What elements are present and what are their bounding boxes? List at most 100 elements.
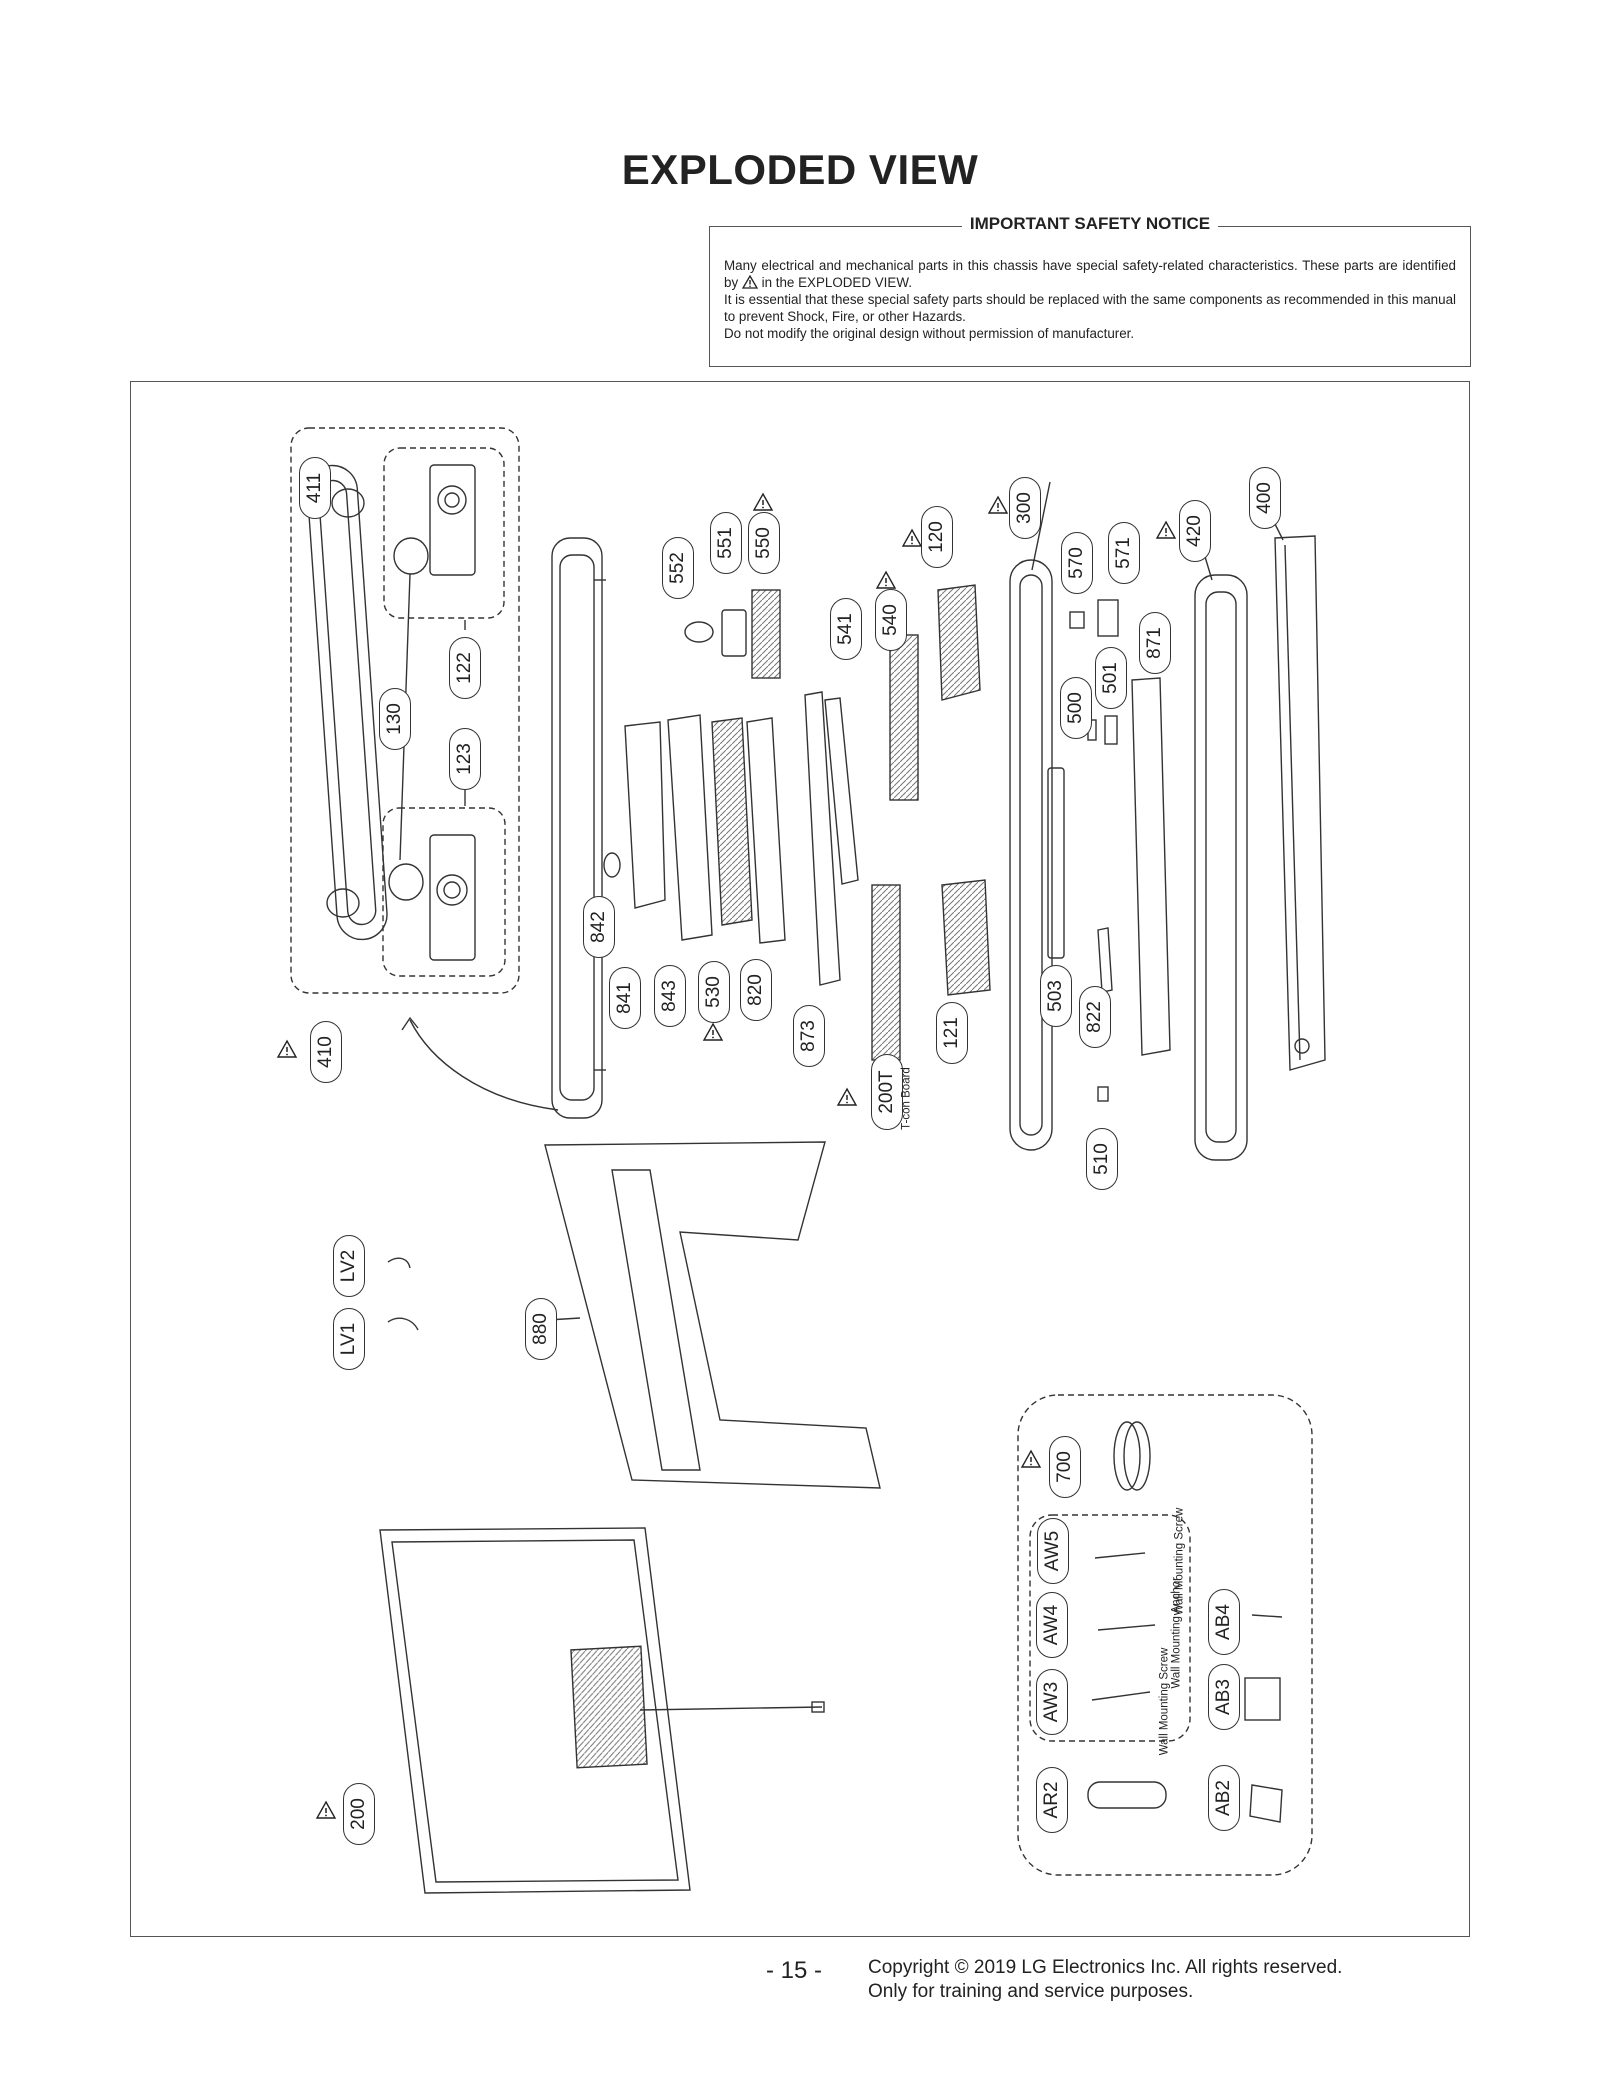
callout-503: 503 [1040, 965, 1072, 1027]
screw-group-outline [1029, 1514, 1191, 1742]
part-123-speaker [429, 834, 476, 961]
part-873-bracket [804, 691, 841, 986]
safety-notice-text: Many electrical and mechanical parts in … [724, 257, 1456, 342]
callout-200T: 200T [871, 1054, 903, 1130]
callout-551: 551 [710, 512, 742, 574]
diagram-frame [130, 381, 1470, 1937]
part-843-shield [667, 714, 713, 941]
callout-500: 500 [1060, 677, 1092, 739]
part-AW4-anchor [1097, 1624, 1156, 1631]
callout-410: 410 [310, 1021, 342, 1083]
notice-line-2: It is essential that these special safet… [724, 292, 1456, 324]
part-822-sheet [1097, 927, 1113, 993]
part-541-cover [824, 697, 859, 885]
part-AW3-screw [1091, 1691, 1151, 1701]
part-550-board [751, 589, 781, 679]
part-510-clip [1097, 1086, 1109, 1102]
notice-line-3: Do not modify the original design withou… [724, 326, 1135, 341]
speaker-123-outline [382, 807, 506, 977]
part-200-display-panel [379, 1527, 691, 1894]
callout-700: 700 [1049, 1436, 1081, 1498]
callout-820: 820 [740, 959, 772, 1021]
callout-843: 843 [654, 965, 686, 1027]
notice-line-1a: Many electrical and mechanical parts in … [724, 258, 1456, 290]
part-820-sheet [746, 717, 786, 944]
part-LV2-cable [387, 1257, 411, 1269]
callout-130: 130 [379, 688, 411, 750]
callout-570: 570 [1061, 532, 1093, 594]
callout-AB4: AB4 [1208, 1589, 1240, 1655]
callout-AW3: AW3 [1036, 1669, 1068, 1735]
part-871-bracket [1131, 677, 1171, 1056]
part-300-middle-frame [1009, 559, 1053, 1151]
page-title: EXPLODED VIEW [621, 146, 979, 193]
part-LV1-cable [387, 1317, 419, 1331]
part-AR2-remote [1087, 1781, 1167, 1809]
callout-510: 510 [1086, 1128, 1118, 1190]
safety-notice-box: IMPORTANT SAFETY NOTICE Many electrical … [709, 214, 1471, 367]
safety-notice-heading: IMPORTANT SAFETY NOTICE [961, 214, 1219, 233]
part-120-power-module [937, 584, 981, 701]
callout-300: 300 [1009, 477, 1041, 539]
part-571-board [1097, 599, 1119, 637]
callout-530: 530 [698, 961, 730, 1023]
part-122-speaker [429, 464, 476, 576]
tcon-board-label: T-con Board [900, 1067, 913, 1130]
part-570-clip [1069, 611, 1085, 629]
part-AB2-bracket [1249, 1784, 1283, 1823]
part-rear-frame [551, 537, 603, 1119]
part-842-component [603, 852, 621, 878]
callout-873: 873 [793, 1005, 825, 1067]
callout-AR2: AR2 [1036, 1767, 1068, 1833]
callout-LV1: LV1 [333, 1308, 365, 1370]
callout-420: 420 [1179, 500, 1211, 562]
part-700-power-cord [1113, 1421, 1141, 1491]
callout-571: 571 [1108, 522, 1140, 584]
assembly-arrow [409, 1019, 559, 1111]
part-501-board [1104, 715, 1118, 745]
part-551-bracket [721, 609, 747, 657]
copyright-line: Copyright © 2019 LG Electronics Inc. All… [868, 1957, 1343, 1978]
callout-AB2: AB2 [1208, 1765, 1240, 1831]
callout-540: 540 [875, 589, 907, 651]
speaker-group-outline [290, 427, 520, 994]
callout-120: 120 [921, 506, 953, 568]
callout-501: 501 [1095, 647, 1127, 709]
callout-822: 822 [1079, 986, 1111, 1048]
callout-552: 552 [662, 537, 694, 599]
aw4-label: Wall Mounting Anchor [1170, 1577, 1183, 1689]
callout-400: 400 [1249, 467, 1281, 529]
part-503-guide [1047, 767, 1065, 959]
callout-841: 841 [609, 967, 641, 1029]
callout-122: 122 [449, 637, 481, 699]
callout-121: 121 [936, 1002, 968, 1064]
part-540-main-board [889, 634, 919, 801]
part-121-module [941, 879, 991, 996]
callout-LV2: LV2 [333, 1235, 365, 1297]
callout-AB3: AB3 [1208, 1664, 1240, 1730]
callout-AW4: AW4 [1036, 1592, 1068, 1658]
footer-copyright: Copyright © 2019 LG Electronics Inc. All… [868, 1956, 1342, 2004]
callout-550: 550 [748, 512, 780, 574]
part-841-bracket [624, 721, 666, 909]
part-411-speaker-bar [306, 464, 388, 941]
callout-200: 200 [343, 1783, 375, 1845]
part-AB3-plate [1244, 1677, 1281, 1721]
training-line: Only for training and service purposes. [868, 1981, 1194, 2002]
part-AB4-bolt [1251, 1614, 1283, 1618]
part-552-knob [684, 621, 714, 643]
notice-line-1b: in the EXPLODED VIEW. [761, 275, 912, 290]
callout-871: 871 [1139, 612, 1171, 674]
part-420-bottom-cover [1194, 574, 1248, 1161]
warning-triangle-icon [741, 275, 758, 289]
callout-842: 842 [583, 896, 615, 958]
callout-541: 541 [830, 598, 862, 660]
callout-AW5: AW5 [1037, 1518, 1069, 1584]
page-number: - 15 - [766, 1957, 823, 1984]
callout-411: 411 [299, 457, 331, 519]
part-400-rear-cover [1274, 535, 1326, 1071]
part-200T-tcon-board [871, 884, 901, 1061]
speaker-122-outline [383, 447, 505, 619]
part-130-cushion [393, 537, 429, 575]
